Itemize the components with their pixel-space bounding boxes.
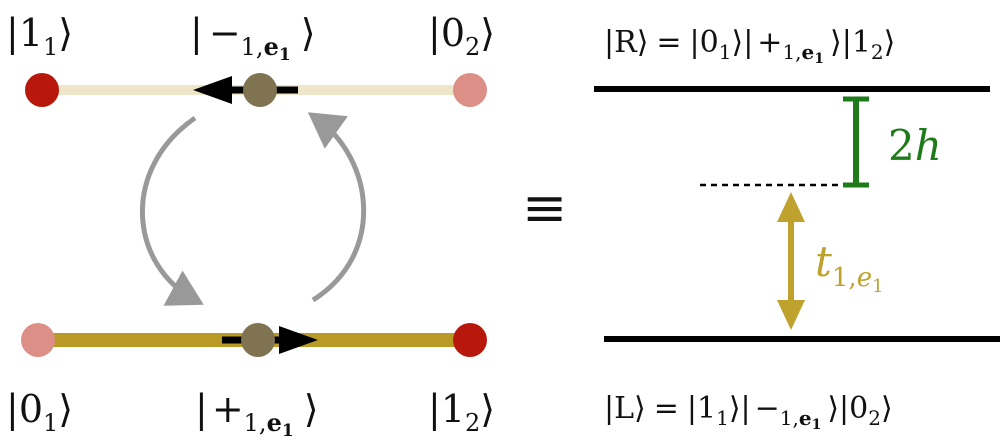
upper-hop-arrow-head xyxy=(193,76,232,104)
ket-bottom-right: |12⟩ xyxy=(428,387,495,437)
site-bottom-right-filled xyxy=(453,323,487,357)
ket-bottom-left: |01⟩ xyxy=(6,387,73,437)
curved-arrow-right xyxy=(307,112,367,303)
lower-hop-arrow-head xyxy=(279,326,318,354)
ket-top-middle: |−1,e1⟩ xyxy=(190,11,316,65)
gap-label: 2h xyxy=(888,121,942,170)
particle-top xyxy=(243,73,277,107)
tunneling-label: t1,e1 xyxy=(815,237,884,297)
state-R-equation: |R⟩=|01⟩|+1,e1⟩|12⟩ xyxy=(604,25,895,67)
tunneling-arrow xyxy=(777,192,805,330)
ket-top-left: |11⟩ xyxy=(6,11,73,61)
state-L-equation: |L⟩=|11⟩|−1,e1⟩|02⟩ xyxy=(604,391,893,433)
particle-bottom xyxy=(241,323,275,357)
curved-arrow-left xyxy=(139,115,204,306)
site-top-right-empty xyxy=(453,73,487,107)
ket-bottom-middle: |+1,e1⟩ xyxy=(195,387,319,441)
site-bottom-left-empty xyxy=(21,323,55,357)
ket-top-right: |02⟩ xyxy=(428,11,495,61)
gap-marker xyxy=(843,96,869,188)
site-top-left-filled xyxy=(25,73,59,107)
equivalence-sign: ≡ xyxy=(522,176,567,239)
